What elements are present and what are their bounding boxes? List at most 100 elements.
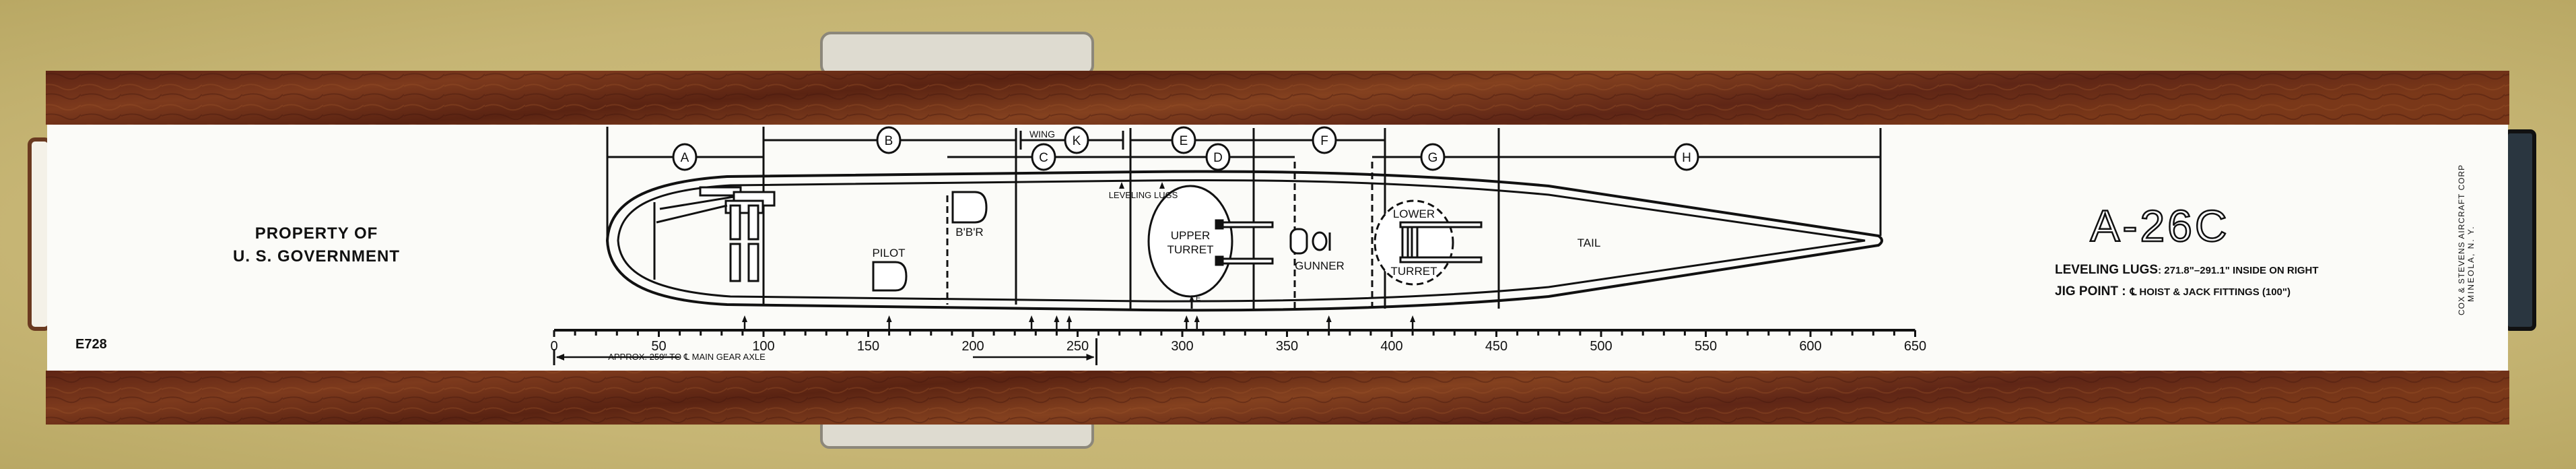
- station-arrow-icon: [1054, 315, 1060, 322]
- top-slider-clip[interactable]: [820, 32, 1094, 76]
- zone-e-circle: [1171, 126, 1196, 154]
- zone-d-label: D: [1213, 151, 1223, 165]
- station-arrow-icon: [1410, 315, 1416, 322]
- zone-a-label: A: [681, 151, 689, 165]
- ownership-line1: PROPERTY OF: [255, 224, 378, 243]
- canopy-line: [656, 204, 728, 224]
- zone-d-circle: [1205, 143, 1231, 171]
- zone-k-label: K: [1073, 134, 1081, 148]
- nose-seat-icon: [729, 204, 741, 241]
- scale-tick-label: 500: [1590, 339, 1612, 354]
- gun-mount: [1215, 219, 1224, 230]
- scale-tick-label: 400: [1380, 339, 1402, 354]
- interior-features: [653, 182, 1483, 309]
- scale-tick-label: 300: [1171, 339, 1193, 354]
- bottom-rail-grain: [46, 371, 2509, 425]
- zone-g-label: G: [1428, 151, 1438, 165]
- bbr-seat-icon: [951, 191, 988, 224]
- scale-tick-label: 600: [1799, 339, 1821, 354]
- zone-a-circle: [672, 143, 698, 171]
- station-arrow-icon: [1029, 315, 1035, 322]
- e-mark-label: E: [1196, 294, 1200, 303]
- station-arrow-icon: [1184, 315, 1190, 322]
- station-arrow-icon: [886, 315, 892, 322]
- maker-line2: MINEOLA, N. Y.: [2466, 225, 2476, 302]
- scale-tick-label: 50: [651, 339, 666, 354]
- scale-tick-label: 0: [550, 339, 557, 354]
- jig-point-note: JIG POINT : ℄ HOIST & JACK FITTINGS (100"…: [2055, 284, 2291, 299]
- station-arrow-icon: [742, 315, 748, 322]
- scale-tick-label: 350: [1276, 339, 1298, 354]
- zone-k-circle: [1064, 126, 1089, 154]
- fuselage-outer: [605, 170, 1883, 312]
- maker-imprint: COX & STEVENS AIRCRAFT CORP MINEOLA, N. …: [2457, 164, 2476, 315]
- arrow-left-icon: [556, 354, 564, 361]
- upper-turret-label-1: UPPER: [1171, 229, 1211, 242]
- model-designation: A-26C: [2090, 201, 2229, 251]
- zone-b-circle: [876, 126, 902, 154]
- lower-gun-icon: [1399, 256, 1483, 263]
- wing-label: WING: [1029, 129, 1055, 139]
- main-gear-note: APPROX. 259" TO ℄ MAIN GEAR AXLE: [608, 352, 766, 362]
- zone-g-circle: [1420, 143, 1446, 171]
- scale-tick-label: 450: [1485, 339, 1507, 354]
- leveling-lugs-note: LEVELING LUGS: 271.8"–291.1" INSIDE ON R…: [2055, 263, 2319, 277]
- upper-turret-icon: [1147, 185, 1233, 298]
- bbr-label: B'B'R: [955, 226, 983, 239]
- gunner-seat-icon: [1289, 228, 1308, 255]
- jig-point-label: JIG POINT :: [2055, 284, 2126, 299]
- pilot-seat-icon: [872, 261, 908, 292]
- left-end-tab[interactable]: [28, 137, 52, 331]
- scale-tick-label: 250: [1066, 339, 1089, 354]
- lower-turret-frame: [1411, 226, 1419, 259]
- jig-point-value: ℄ HOIST & JACK FITTINGS (100"): [2130, 286, 2291, 298]
- lower-turret-label-1: LOWER: [1393, 208, 1435, 220]
- maker-line1: COX & STEVENS AIRCRAFT CORP: [2457, 164, 2466, 315]
- ownership-line2: U. S. GOVERNMENT: [233, 247, 400, 265]
- scale-tick-label: 550: [1695, 339, 1717, 354]
- right-end-tab[interactable]: [2504, 129, 2536, 331]
- zone-b-label: B: [885, 134, 893, 148]
- lower-turret-frame: [1401, 226, 1409, 259]
- top-rail-grain: [46, 71, 2509, 125]
- tail-label: TAIL: [1578, 237, 1601, 249]
- zone-f-circle: [1312, 126, 1337, 154]
- arrow-right-icon: [1086, 354, 1095, 361]
- upper-gun-icon: [1217, 221, 1274, 228]
- scale-tick-label: 200: [961, 339, 984, 354]
- station-arrow-icon: [1066, 315, 1073, 322]
- nose-seat-icon: [747, 204, 759, 241]
- compartment-labels: PILOT B'B'R UPPER TURRET GUNNER LOWER TU…: [872, 129, 1600, 303]
- leveling-lugs-note-value: : 271.8"–291.1" INSIDE ON RIGHT: [2158, 265, 2318, 276]
- scale-tick-label: 650: [1904, 339, 1926, 354]
- zone-f-label: F: [1320, 134, 1328, 148]
- lower-turret-label-2: TURRET: [1391, 265, 1437, 278]
- zone-c-circle: [1031, 143, 1056, 171]
- nose-seat-icon: [729, 243, 741, 282]
- gun-mount: [1215, 255, 1224, 266]
- gunner-label: GUNNER: [1295, 259, 1345, 272]
- zone-e-label: E: [1180, 134, 1188, 148]
- zone-brackets: A B C K D E F G H: [606, 126, 1882, 309]
- canopy-line: [659, 195, 735, 210]
- station-arrow-icon: [1326, 315, 1332, 322]
- serial-number: E728: [75, 337, 107, 352]
- leveling-lugs-note-label: LEVELING LUGS: [2055, 263, 2158, 277]
- nose-seat-icon: [747, 243, 759, 282]
- upper-gun-icon: [1217, 257, 1274, 265]
- zone-c-label: C: [1039, 151, 1048, 165]
- gunner-head-icon: [1312, 231, 1328, 251]
- lower-gun-icon: [1399, 221, 1483, 228]
- pilot-label: PILOT: [872, 247, 905, 259]
- scale-tick-label: 100: [752, 339, 774, 354]
- zone-h-circle: [1674, 143, 1699, 171]
- zone-h-label: H: [1682, 151, 1691, 165]
- fuselage-inner: [617, 179, 1866, 303]
- fuselage-diagram: [605, 170, 1883, 312]
- upper-turret-label-2: TURRET: [1167, 243, 1214, 256]
- station-arrow-icon: [1194, 315, 1200, 322]
- leveling-lugs-diagram-label: LEVELING LUGS: [1109, 190, 1178, 200]
